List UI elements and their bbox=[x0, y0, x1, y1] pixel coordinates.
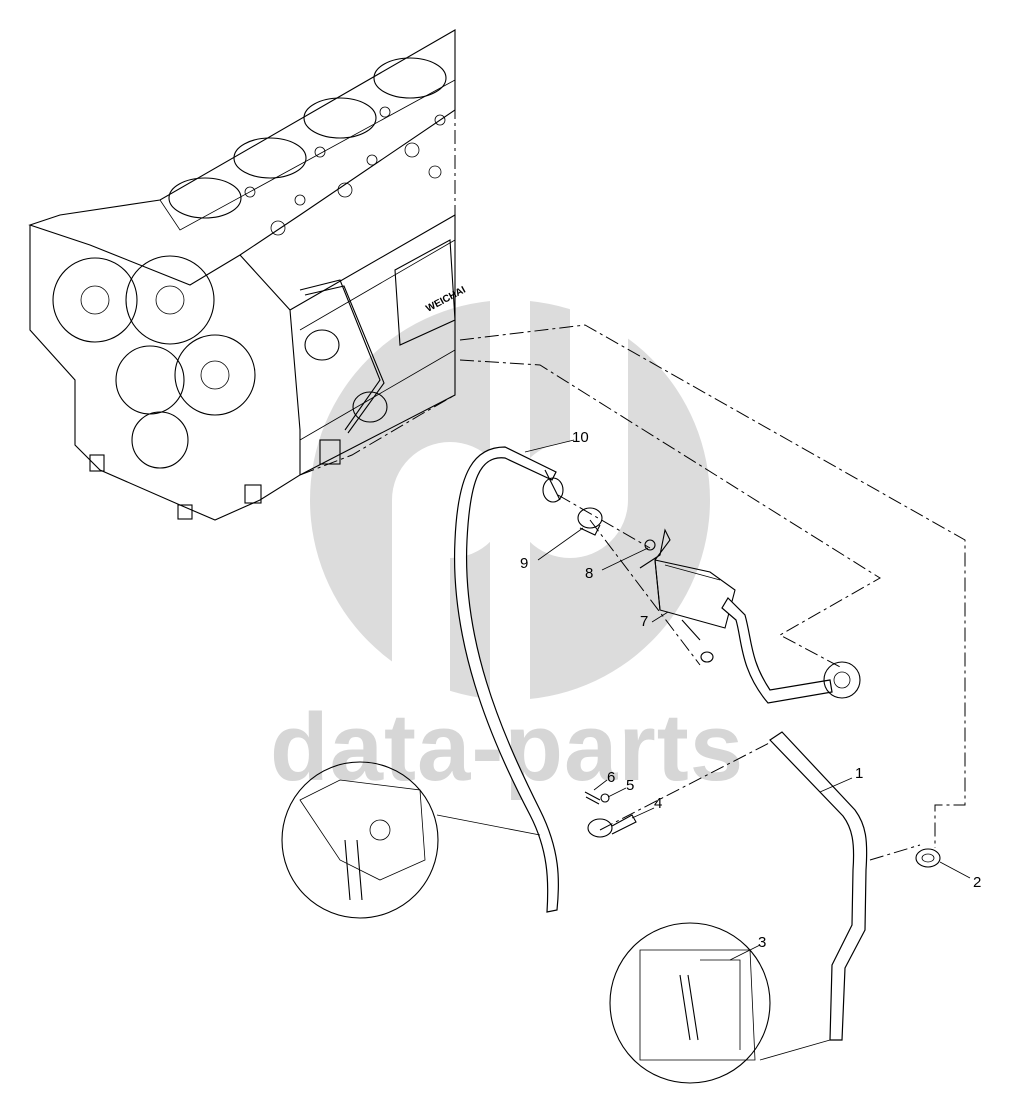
callout-3: 3 bbox=[758, 934, 766, 951]
clamp-4 bbox=[587, 814, 637, 838]
detail-circle-right bbox=[609, 922, 831, 1084]
callout-8: 8 bbox=[585, 565, 593, 582]
leader-lines bbox=[524, 439, 971, 961]
pipe-1 bbox=[769, 731, 868, 1041]
pipe-10 bbox=[453, 446, 564, 913]
callout-7: 7 bbox=[640, 613, 648, 630]
watermark-logo: data-parts bbox=[270, 300, 743, 801]
screw-6 bbox=[584, 791, 601, 805]
callout-9: 9 bbox=[520, 555, 528, 572]
washer-5 bbox=[600, 793, 610, 803]
cooler-7 bbox=[639, 528, 861, 704]
grommet-2 bbox=[915, 848, 941, 868]
watermark-left-gap bbox=[392, 500, 450, 700]
assembly-lines bbox=[459, 324, 966, 861]
callout-6: 6 bbox=[607, 769, 615, 786]
watermark-right-gap bbox=[570, 300, 628, 500]
callout-labels: 10 9 8 7 1 2 3 4 5 6 bbox=[520, 429, 981, 951]
callout-1: 1 bbox=[855, 765, 863, 782]
callout-2: 2 bbox=[973, 874, 981, 891]
clamp-9 bbox=[577, 507, 603, 536]
bolt-8 bbox=[644, 539, 656, 551]
detail-circle-left bbox=[281, 761, 541, 919]
callout-4: 4 bbox=[654, 795, 662, 812]
callout-10: 10 bbox=[572, 429, 589, 446]
callout-5: 5 bbox=[626, 777, 634, 794]
